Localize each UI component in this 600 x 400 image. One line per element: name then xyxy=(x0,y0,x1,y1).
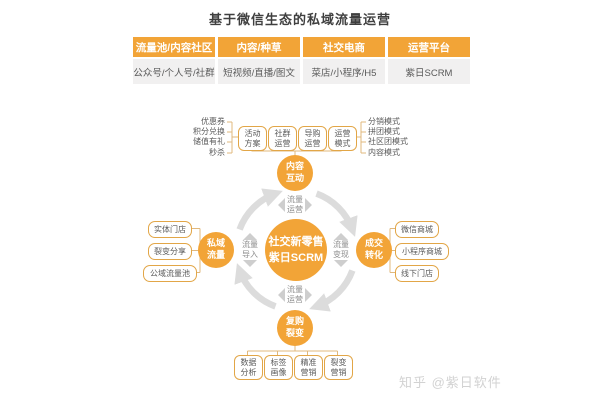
list-item-community-group-mode: 社区团模式 xyxy=(368,137,408,146)
box-community-operation: 社群 运营 xyxy=(268,126,297,151)
summary-table: 流量池/内容社区 内容/种草 社交电商 运营平台 公众号/个人号/社群 短视频/… xyxy=(133,37,470,84)
table-value-cell: 菜店/小程序/H5 xyxy=(303,59,385,84)
zhihu-watermark: 知乎 @紫日软件 xyxy=(399,375,502,390)
box-precision-marketing: 精准 营销 xyxy=(294,355,323,380)
box-physical-store: 实体门店 xyxy=(148,221,192,238)
diamond-gap xyxy=(232,240,268,260)
list-item-content-mode: 内容模式 xyxy=(368,148,400,157)
table-header-cell: 流量池/内容社区 xyxy=(133,37,215,57)
center-node-ziri-scrm: 社交新零售 紫日SCRM xyxy=(265,219,327,281)
list-item-coupon: 优惠券 xyxy=(201,117,225,126)
cycle-arrow-arcs xyxy=(234,188,358,312)
list-item-points-exchange: 积分兑换 xyxy=(193,127,225,136)
list-item-distribution-mode: 分销模式 xyxy=(368,117,400,126)
box-activity-plan: 活动 方案 xyxy=(238,126,267,151)
node-content-interaction: 内容 互动 xyxy=(277,155,313,191)
flow-label: 流量 运营 xyxy=(287,195,303,214)
box-tag-portrait: 标签 画像 xyxy=(264,355,293,380)
node-deal-conversion: 成交 转化 xyxy=(356,232,392,268)
node-private-traffic: 私域 流量 xyxy=(198,232,234,268)
flow-traffic-operation-top: 流量 运营 xyxy=(277,187,313,223)
table-header-cell: 内容/种草 xyxy=(218,37,300,57)
box-fission-marketing: 裂变 营销 xyxy=(324,355,353,380)
node-repurchase-fission: 复购 裂变 xyxy=(277,310,313,346)
flow-label: 流量 变现 xyxy=(333,240,349,259)
list-item-group-buy-mode: 拼团模式 xyxy=(368,127,400,136)
flow-label: 流量 导入 xyxy=(242,240,258,259)
list-item-stored-value: 储值有礼 xyxy=(193,137,225,146)
flow-traffic-operation-bottom: 流量 运营 xyxy=(277,277,313,313)
diamond-gap xyxy=(285,187,305,223)
box-data-analysis: 数据 分析 xyxy=(234,355,263,380)
table-value-cell: 公众号/个人号/社群 xyxy=(133,59,215,84)
table-header-cell: 运营平台 xyxy=(388,37,470,57)
box-fission-share: 裂变分享 xyxy=(148,243,192,260)
list-item-flash-sale: 秒杀 xyxy=(209,148,225,157)
diamond-gap xyxy=(323,240,359,260)
box-operation-mode: 运营 模式 xyxy=(328,126,357,151)
flow-traffic-monetize: 流量 变现 xyxy=(323,232,359,268)
table-value-cell: 紫日SCRM xyxy=(388,59,470,84)
table-value-cell: 短视频/直播/图文 xyxy=(218,59,300,84)
box-miniprogram-mall: 小程序商城 xyxy=(395,243,449,260)
box-public-traffic-pool: 公域流量池 xyxy=(143,265,197,282)
diamond-gap xyxy=(285,277,305,313)
table-header-cell: 社交电商 xyxy=(303,37,385,57)
box-guide-operation: 导购 运营 xyxy=(298,126,327,151)
page-title: 基于微信生态的私域流量运营 xyxy=(208,12,391,27)
flow-traffic-import: 流量 导入 xyxy=(232,232,268,268)
box-offline-store: 线下门店 xyxy=(395,265,439,282)
box-wechat-mall: 微信商城 xyxy=(395,221,439,238)
flow-label: 流量 运营 xyxy=(287,285,303,304)
